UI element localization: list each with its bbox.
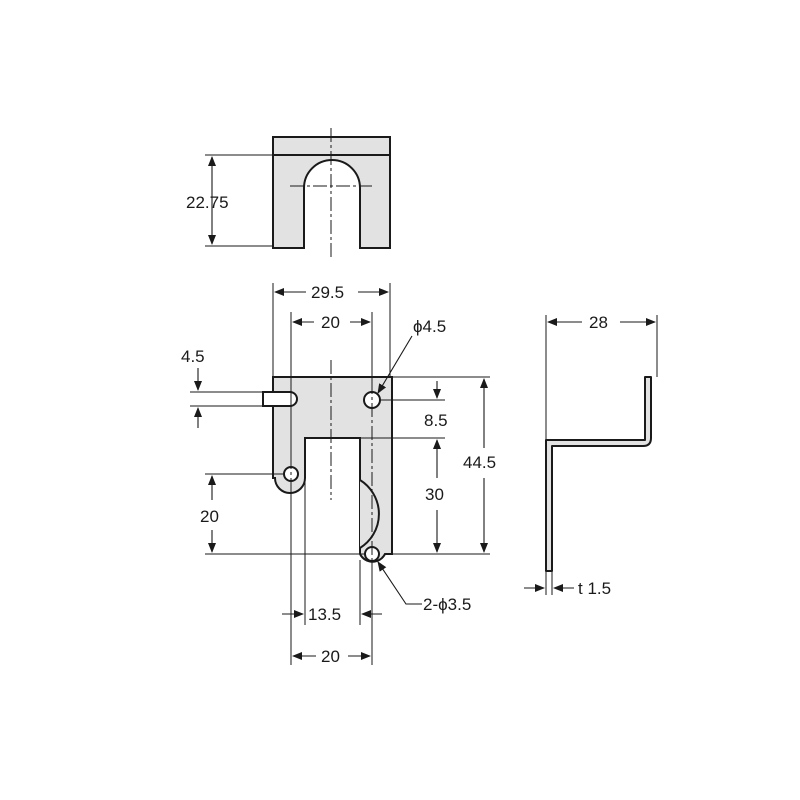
front-view: 29.5 20 ϕ4.5 4.5 8.5 30 44.5 — [181, 283, 496, 666]
leader-hole-dia — [377, 335, 413, 394]
dim-hole-offset: 8.5 — [424, 411, 448, 430]
dim-lower-hole-spacing: 20 — [200, 507, 219, 526]
top-view-body — [272, 136, 391, 249]
dim-slot-width: 4.5 — [181, 347, 205, 366]
dim-side-depth: 28 — [589, 313, 608, 332]
dim-mount-holes: 2-ϕ3.5 — [423, 595, 471, 614]
dim-bottom-pitch: 20 — [321, 647, 340, 666]
dim-bottom-width: 13.5 — [308, 605, 341, 624]
side-view: 28 t 1.5 — [524, 313, 658, 598]
dim-hole-pitch-top: 20 — [321, 313, 340, 332]
side-view-profile — [545, 376, 652, 572]
dim-top-height: 22.75 — [186, 193, 229, 212]
dim-overall-height: 44.5 — [463, 453, 496, 472]
dim-thickness: t 1.5 — [578, 579, 611, 598]
dim-overall-width: 29.5 — [311, 283, 344, 302]
dim-slot-depth: 30 — [425, 485, 444, 504]
dim-hole-dia: ϕ4.5 — [413, 317, 446, 336]
cam-edge — [359, 479, 380, 549]
top-view: 22.75 — [186, 128, 391, 258]
leader-mount-holes — [377, 561, 422, 605]
slot-cutout — [262, 391, 298, 407]
